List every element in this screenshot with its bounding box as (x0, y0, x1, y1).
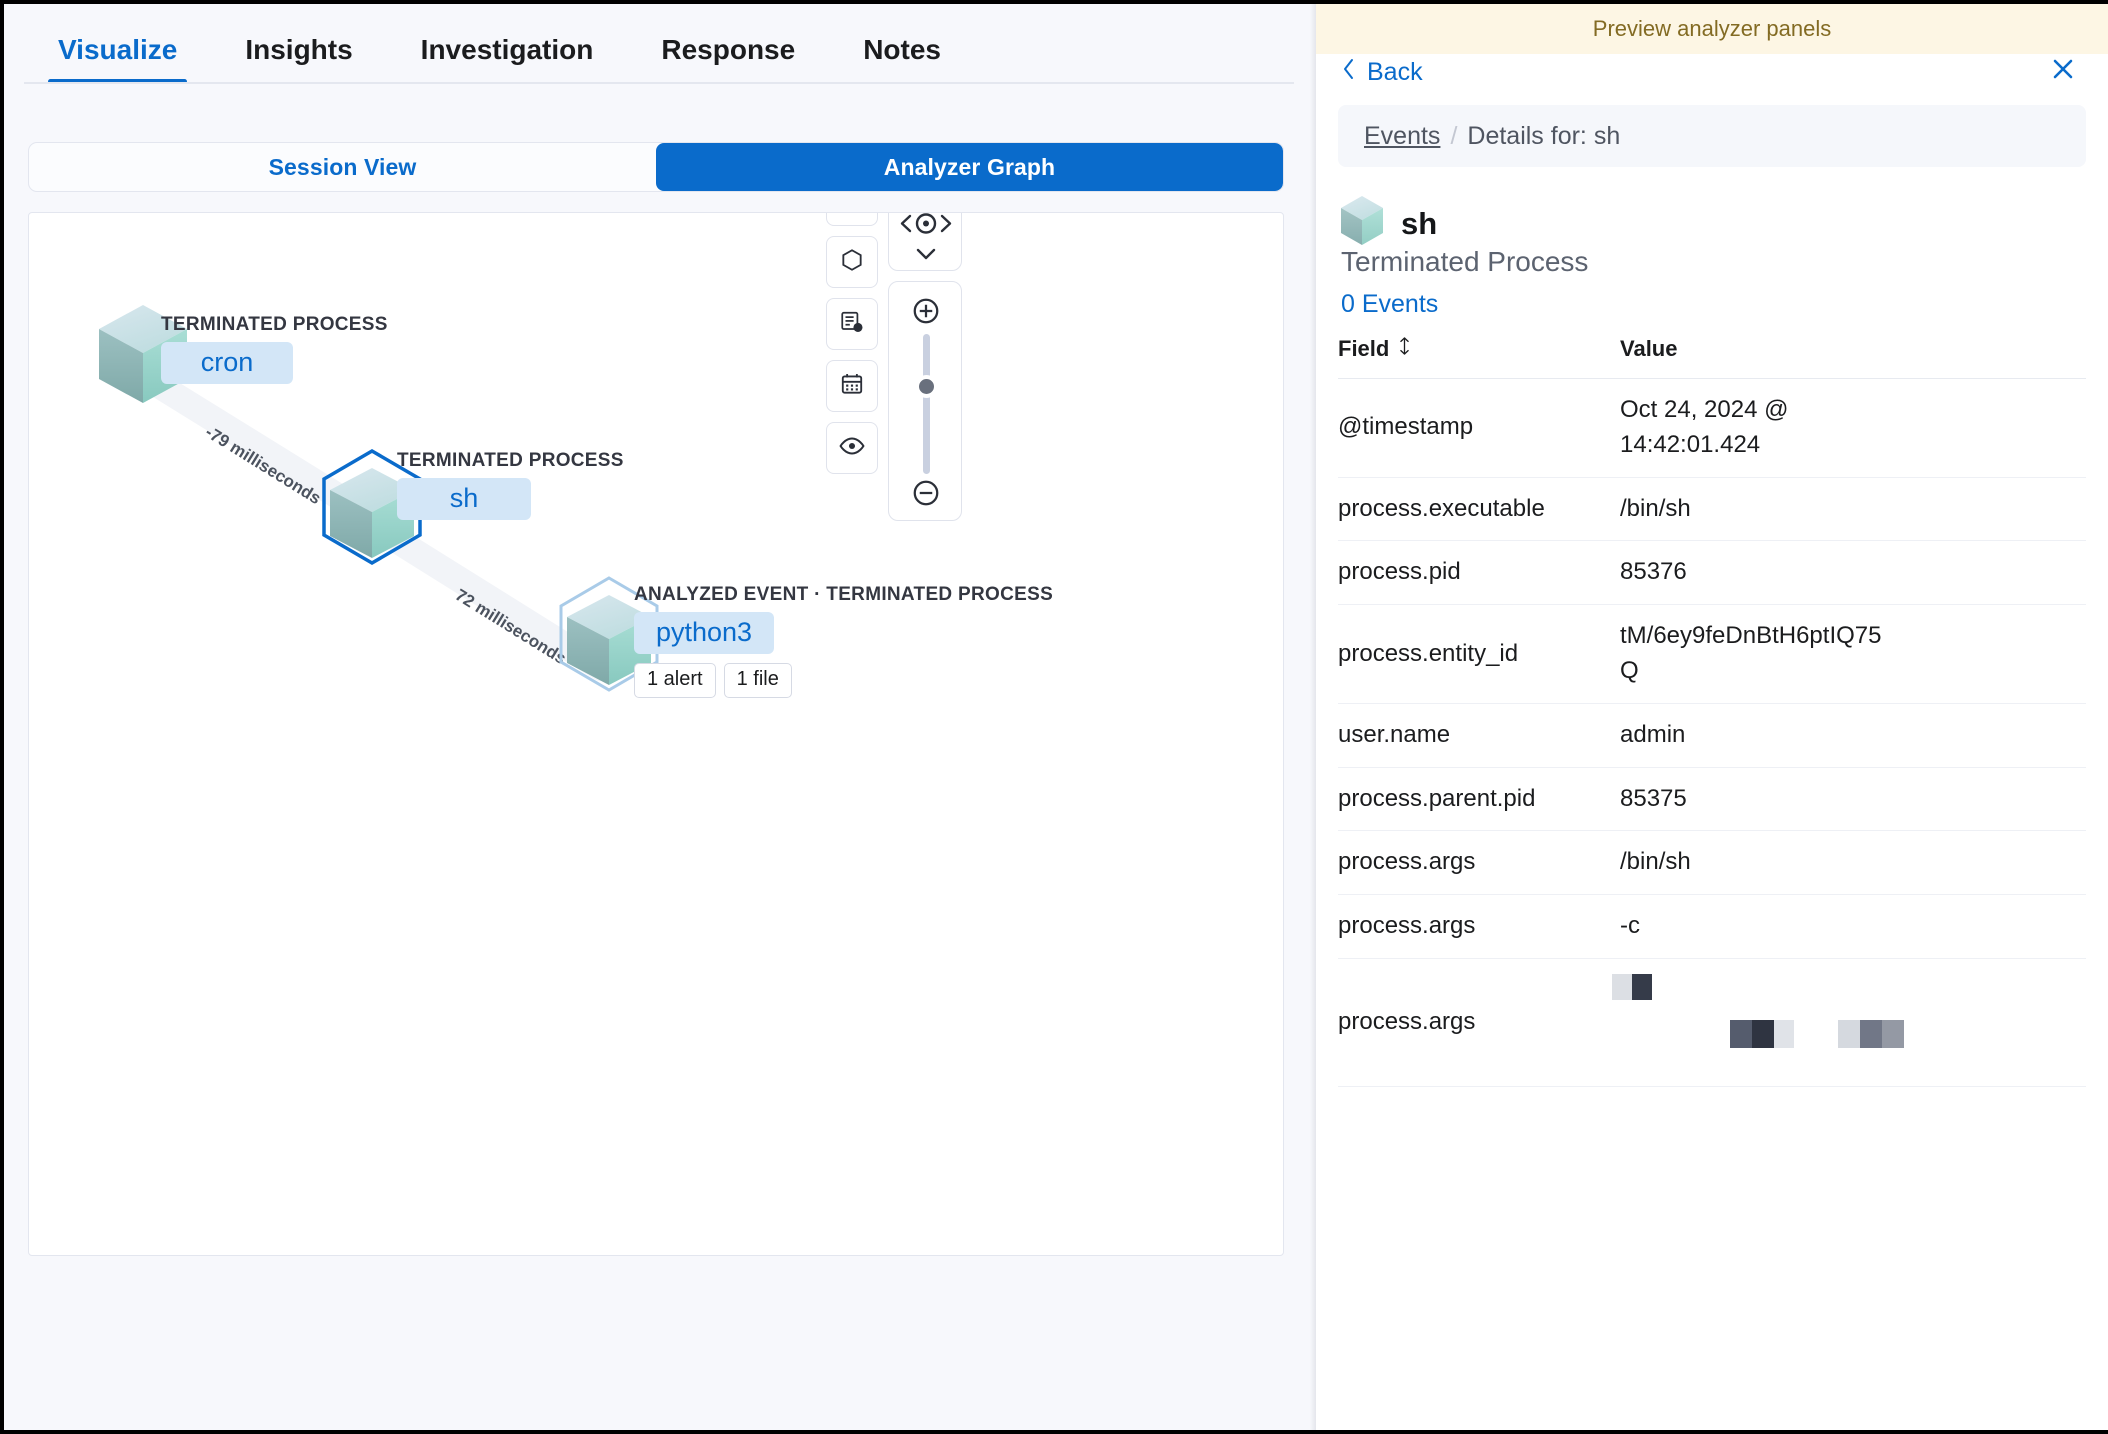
row-field: process.pid (1338, 558, 1461, 586)
row-field: process.args (1338, 912, 1476, 940)
row-value: 85375 (1620, 784, 1687, 812)
node-label-sh: TERMINATED PROCESS sh (397, 450, 624, 521)
date-settings-button[interactable] (826, 360, 878, 412)
node-label-python3: ANALYZED EVENT · TERMINATED PROCESS pyth… (634, 584, 1054, 699)
row-value: /bin/sh (1620, 494, 1691, 522)
row-value: Oct 24, 2024 @ 14:42:01.424 (1620, 396, 1789, 458)
tab-investigation[interactable]: Investigation (420, 34, 594, 65)
node-kind-cron: TERMINATED PROCESS (161, 314, 388, 335)
row-field: process.executable (1338, 494, 1545, 522)
left-pane: Visualize Insights Investigation Respons… (4, 4, 1310, 1430)
row-value: 85376 (1620, 558, 1687, 586)
row-field: @timestamp (1338, 413, 1474, 441)
row-value: -c (1620, 912, 1640, 940)
breadcrumb-current: Details for: sh (1467, 121, 1621, 150)
tab-response[interactable]: Response (661, 34, 796, 65)
back-button-label: Back (1367, 58, 1423, 86)
row-field: process.parent.pid (1338, 784, 1536, 812)
node-kind-sh: TERMINATED PROCESS (397, 450, 624, 471)
row-field: process.args (1338, 848, 1476, 876)
list-settings-icon (839, 309, 865, 340)
toggle-analyzer-graph[interactable]: Analyzer Graph (656, 143, 1283, 191)
analyzer-details-panel: Preview analyzer panels Back Events / De… (1316, 4, 2108, 1430)
tab-notes[interactable]: Notes (863, 34, 941, 65)
table-row[interactable]: @timestamp Oct 24, 2024 @ 14:42:01.424 (1338, 379, 2086, 478)
calendar-icon (839, 371, 865, 402)
redacted-value-blocks (1612, 974, 2066, 1068)
table-row[interactable]: process.args /bin/sh (1338, 831, 2086, 896)
pan-control[interactable] (888, 213, 962, 271)
row-value: /bin/sh (1620, 848, 1691, 876)
row-value: admin (1620, 720, 1686, 748)
panel-divider (1310, 4, 1316, 1430)
view-toggle-group: Session View Analyzer Graph (28, 142, 1284, 192)
row-value: tM/6ey9feDnBtH6ptIQ75Q (1620, 622, 1882, 684)
eye-icon (838, 432, 866, 465)
zoom-slider-track[interactable] (923, 334, 930, 474)
close-panel-button[interactable] (2046, 54, 2080, 88)
node-name-cron[interactable]: cron (161, 342, 293, 385)
zoom-in-icon[interactable] (911, 296, 941, 331)
close-icon (2049, 55, 2077, 88)
node-name-sh[interactable]: sh (397, 478, 531, 521)
node-shape-button[interactable] (826, 236, 878, 288)
table-row[interactable]: process.args -c (1338, 895, 2086, 959)
center-graph-icon (915, 213, 937, 234)
column-header-field[interactable]: Field (1338, 336, 1620, 362)
sort-updown-icon[interactable] (1397, 336, 1412, 362)
table-row[interactable]: process.pid 85376 (1338, 541, 2086, 606)
info-icon (839, 213, 865, 216)
badge-alert-count[interactable]: 1 alert (634, 663, 716, 699)
table-row[interactable]: process.entity_id tM/6ey9feDnBtH6ptIQ75Q (1338, 605, 2086, 704)
breadcrumb-events-link[interactable]: Events (1364, 121, 1441, 150)
chevron-left-icon (1341, 56, 1357, 89)
zoom-slider-thumb[interactable] (915, 375, 938, 398)
graph-svg: -79 milliseconds 72 milliseconds (99, 305, 659, 692)
table-row[interactable]: process.executable /bin/sh (1338, 478, 2086, 542)
breadcrumb: Events / Details for: sh (1338, 105, 2086, 167)
pan-right-icon (940, 214, 952, 233)
row-value-redacted (1612, 974, 2086, 1068)
pan-left-icon (900, 214, 912, 233)
node-name-python3[interactable]: python3 (634, 612, 774, 655)
entity-name: sh (1401, 205, 1438, 241)
table-row[interactable]: process.args (1338, 959, 2086, 1087)
visibility-button[interactable] (826, 422, 878, 474)
preview-banner: Preview analyzer panels (1316, 4, 2108, 54)
tab-visualize[interactable]: Visualize (24, 36, 211, 84)
zoom-control[interactable] (888, 281, 962, 521)
tab-insights[interactable]: Insights (245, 34, 353, 65)
tab-underline (24, 82, 1294, 84)
legend-info-button[interactable] (826, 213, 878, 226)
row-field: user.name (1338, 720, 1451, 748)
analyzer-graph-canvas[interactable]: -79 milliseconds 72 milliseconds (28, 212, 1284, 1256)
pan-down-icon (916, 248, 936, 260)
row-field: process.entity_id (1338, 639, 1519, 667)
edge-cron-sh (134, 365, 362, 516)
graph-toolbar-right (888, 213, 962, 521)
node-badges-python3: 1 alert 1 file (634, 663, 1053, 699)
entity-header: sh (1341, 196, 1437, 251)
table-row[interactable]: user.name admin (1338, 704, 2086, 768)
entity-type: Terminated Process (1341, 246, 1589, 277)
schema-settings-button[interactable] (826, 298, 878, 350)
field-value-table: Field Value @timestamp Oct 24, 2024 @ 14… (1338, 336, 2086, 1087)
table-header-row: Field Value (1338, 336, 2086, 379)
back-button[interactable]: Back (1341, 56, 1423, 89)
cube-icon (1341, 196, 1385, 251)
entity-events-link[interactable]: 0 Events (1341, 290, 1439, 318)
node-kind-python3: ANALYZED EVENT · TERMINATED PROCESS (634, 584, 1054, 605)
node-label-cron: TERMINATED PROCESS cron (161, 314, 388, 385)
graph-toolbar-left (826, 213, 878, 474)
hexagon-icon (839, 247, 865, 278)
badge-file-count[interactable]: 1 file (723, 663, 792, 699)
column-header-field-label: Field (1338, 336, 1390, 361)
column-header-value: Value (1620, 336, 1678, 361)
zoom-out-icon[interactable] (911, 478, 941, 513)
main-tab-bar: Visualize Insights Investigation Respons… (4, 4, 1310, 84)
table-row[interactable]: process.parent.pid 85375 (1338, 768, 2086, 832)
toggle-session-view[interactable]: Session View (268, 153, 417, 180)
breadcrumb-separator: / (1450, 121, 1458, 150)
row-field: process.args (1338, 1008, 1476, 1036)
